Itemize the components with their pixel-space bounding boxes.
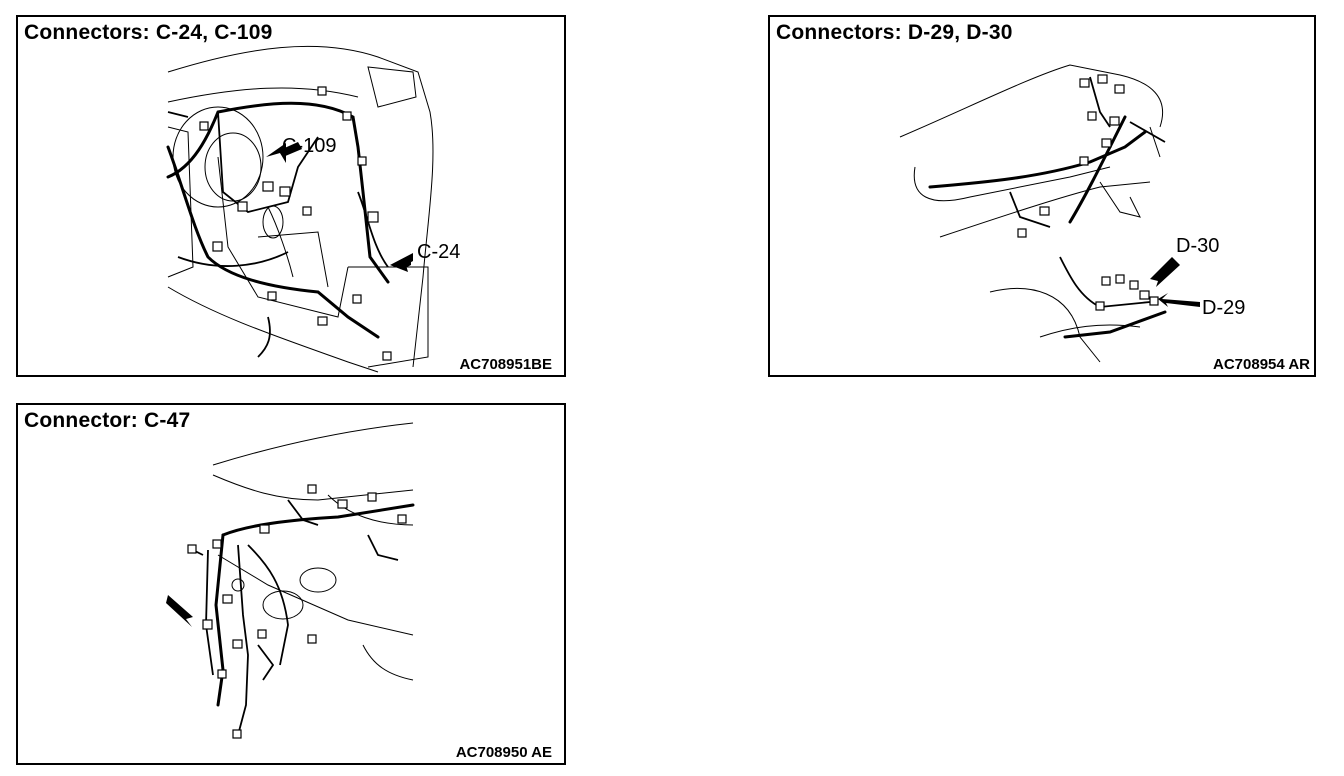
arrow-c109	[280, 142, 302, 157]
callout-d29-label: D-29	[1202, 297, 1246, 319]
panel-title: Connectors: C-24, C-109	[24, 21, 273, 44]
callout-d30-label: D-30	[1176, 235, 1220, 257]
harness-illustration-rear	[899, 64, 1200, 363]
callout-c109-label: C-109	[282, 135, 337, 157]
harness-illustration-dashboard	[166, 45, 434, 373]
diagram-panel-d29-d30: Connectors: D-29, D-30 D-30 D-29 AC70895…	[768, 15, 1316, 377]
figure-code: AC708954 AR	[1213, 356, 1310, 373]
callout-c24-label: C-24	[417, 241, 461, 263]
diagram-panel-c47: Connector: C-47 AC708950 AE	[16, 403, 566, 765]
arrow-d30	[1150, 257, 1180, 287]
arrow-c24	[403, 257, 411, 269]
diagram-panel-c24-c109: Connectors: C-24, C-109 C-109 C-24 AC708…	[16, 15, 566, 377]
panel-title: Connectors: D-29, D-30	[776, 21, 1013, 44]
arrow-d29	[1158, 293, 1200, 307]
panel-title: Connector: C-47	[24, 409, 191, 432]
figure-code: AC708951BE	[459, 356, 552, 373]
arrow-c47	[166, 595, 193, 627]
figure-code: AC708950 AE	[455, 744, 552, 761]
harness-illustration-dashboard-left	[166, 422, 415, 739]
